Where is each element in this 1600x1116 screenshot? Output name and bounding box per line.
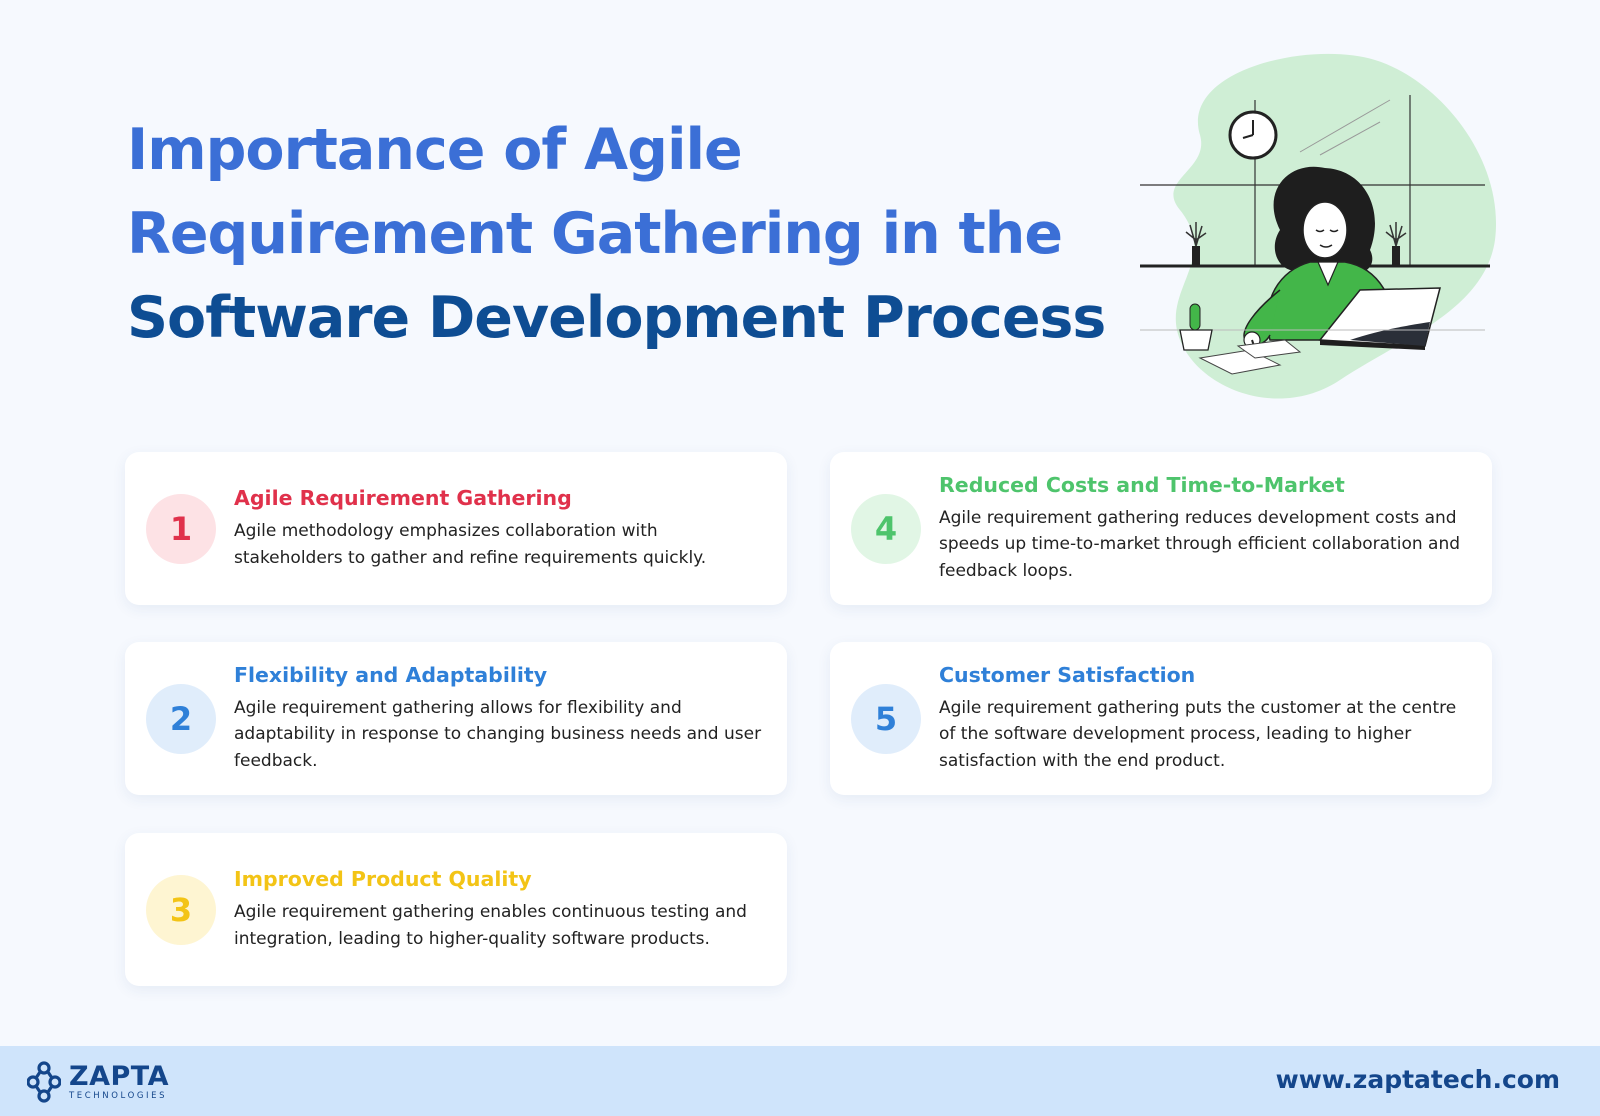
- logo-name: ZAPTA: [69, 1061, 169, 1092]
- card-title: Reduced Costs and Time-to-Market: [939, 472, 1345, 497]
- card-description: Agile requirement gathering reduces deve…: [939, 507, 1461, 581]
- card-description: Agile requirement gathering enables cont…: [234, 902, 747, 949]
- card-description: Agile requirement gathering allows for f…: [234, 697, 762, 771]
- card-number-badge: 5: [851, 684, 921, 754]
- title-line-1: Importance of Agile: [127, 117, 743, 183]
- card-title: Flexibility and Adaptability: [234, 662, 548, 687]
- card-description: Agile methodology emphasizes collaborati…: [234, 521, 707, 568]
- card-number-badge: 4: [851, 494, 921, 564]
- card-number-badge: 2: [146, 684, 216, 754]
- website-link[interactable]: www.zaptatech.com: [1275, 1065, 1560, 1094]
- card-title: Agile Requirement Gathering: [234, 486, 572, 510]
- woman-working-at-desk-icon: [1140, 53, 1497, 399]
- logo-subtitle: TECHNOLOGIES: [69, 1091, 168, 1101]
- footer-bar: ZAPTA TECHNOLOGIES www.zaptatech.com: [0, 1046, 1600, 1116]
- woman-working-illustration: [1140, 40, 1520, 410]
- zapta-logo-icon: [27, 1061, 61, 1103]
- page-title: Importance of Agile Requirement Gatherin…: [127, 108, 1106, 360]
- card-number-badge: 1: [146, 494, 216, 564]
- card-number-badge: 3: [146, 875, 216, 945]
- card-title: Improved Product Quality: [234, 867, 532, 891]
- benefit-card-2: 2 Flexibility and Adaptability Agile req…: [125, 642, 787, 795]
- benefit-card-3: 3 Improved Product Quality Agile require…: [125, 833, 787, 986]
- card-title: Customer Satisfaction: [939, 662, 1196, 687]
- title-line-3: Software Development Process: [127, 285, 1106, 351]
- benefit-card-1: 1 Agile Requirement Gathering Agile meth…: [125, 452, 787, 605]
- card-description: Agile requirement gathering puts the cus…: [939, 697, 1457, 771]
- title-line-2: Requirement Gathering in the: [127, 201, 1063, 267]
- benefit-card-4: 4 Reduced Costs and Time-to-Market Agile…: [830, 452, 1492, 605]
- benefit-card-5: 5 Customer Satisfaction Agile requiremen…: [830, 642, 1492, 795]
- zapta-logo[interactable]: ZAPTA TECHNOLOGIES: [27, 1060, 169, 1104]
